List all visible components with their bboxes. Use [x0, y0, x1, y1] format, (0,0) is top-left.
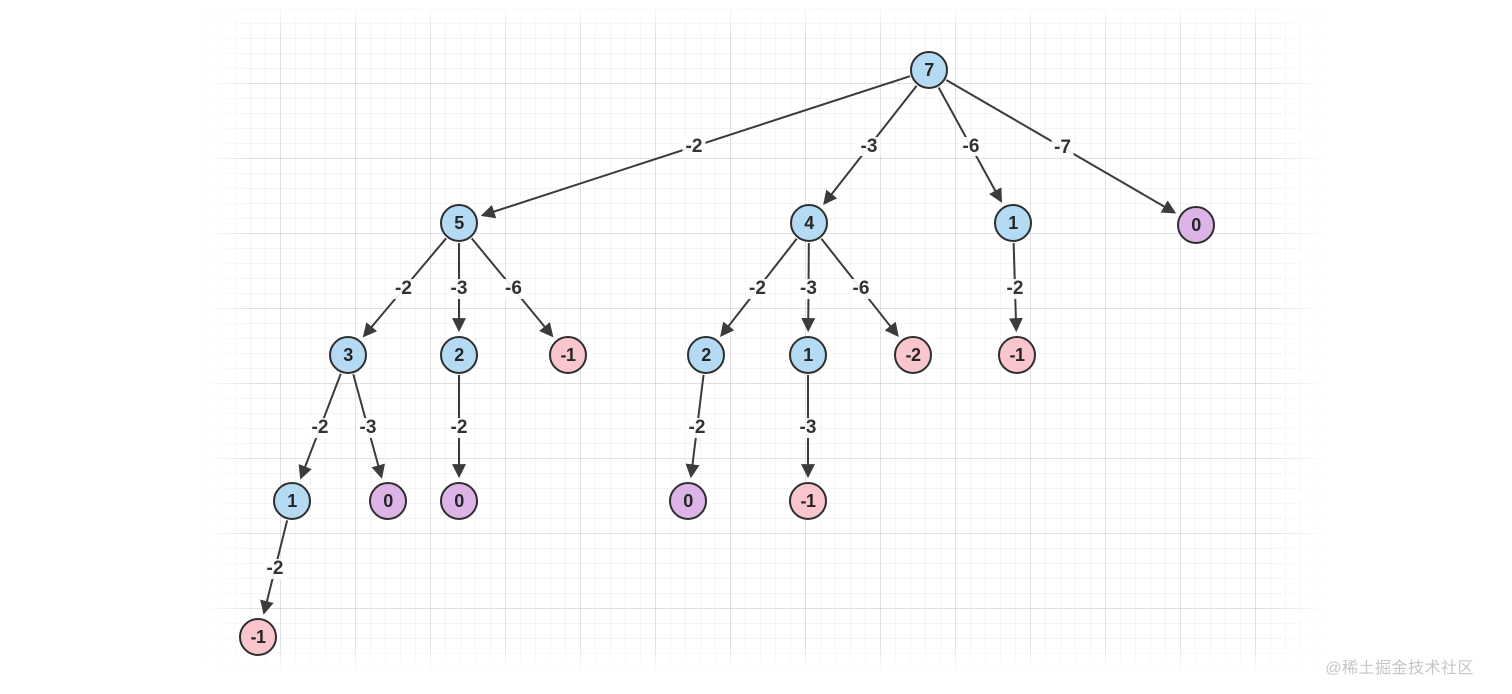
tree-node: 5	[440, 204, 478, 242]
tree-node: -1	[239, 618, 277, 656]
tree-node: 2	[687, 336, 725, 374]
edge-label: -2	[685, 418, 709, 438]
tree-node: -2	[894, 336, 932, 374]
tree-node: 1	[789, 336, 827, 374]
tree-node: 0	[1177, 206, 1215, 244]
edge-label: -2	[1003, 279, 1027, 299]
edge-label: -2	[447, 418, 471, 438]
edge-label: -6	[959, 136, 983, 157]
tree-node: 1	[273, 482, 311, 520]
tree-node: -1	[549, 336, 587, 374]
edge-label: -2	[392, 279, 415, 299]
tree-node: 3	[329, 336, 367, 374]
watermark: @稀土掘金技术社区	[1325, 660, 1474, 677]
edge-label: -6	[849, 279, 873, 299]
tree-node: 2	[440, 336, 478, 374]
edge-label: -3	[356, 418, 380, 438]
tree-node: 0	[440, 482, 478, 520]
tree-node: 0	[369, 482, 407, 520]
edge-label: -3	[857, 136, 881, 157]
tree-node: 1	[994, 204, 1032, 242]
edge-label: -3	[447, 279, 471, 299]
tree-node: 0	[669, 482, 707, 520]
tree-node: 4	[790, 204, 828, 242]
edge-label: -6	[502, 279, 525, 299]
edge-label: -2	[308, 418, 332, 438]
tree-node: -1	[789, 482, 827, 520]
edge-label: -7	[1051, 137, 1074, 158]
edge-label: -2	[682, 136, 706, 157]
tree-node: -1	[998, 336, 1036, 374]
edge-label: -2	[746, 279, 769, 299]
tree-node: 7	[910, 51, 948, 89]
grid-paper	[205, 8, 1325, 672]
edge-label: -2	[263, 559, 287, 579]
edge-label: -3	[797, 279, 820, 299]
edge-label: -3	[796, 418, 820, 438]
